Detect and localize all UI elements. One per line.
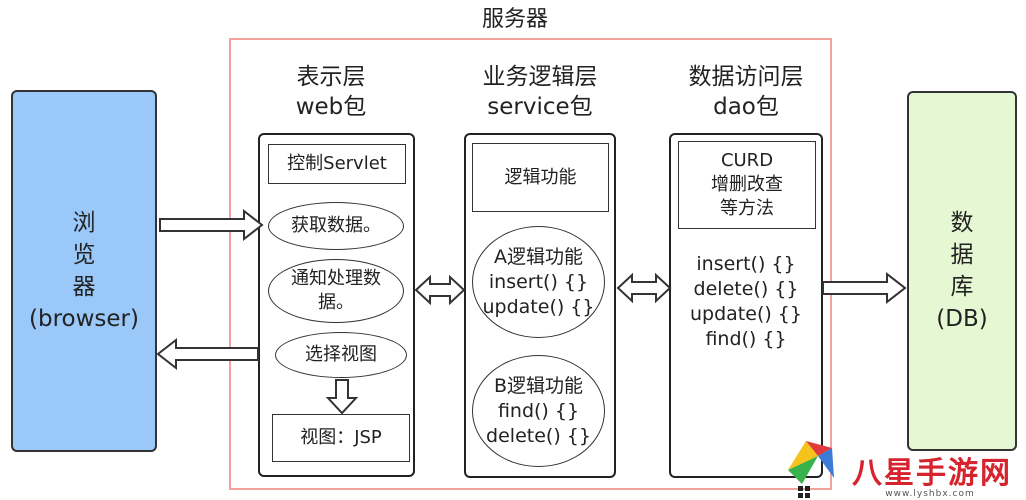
dao-layer-title: 数据访问层 dao包 <box>666 62 826 122</box>
browser-label-line: 览 <box>72 242 96 268</box>
step-label: 获取数据。 <box>291 215 381 236</box>
db-label-line: 库 <box>950 274 974 300</box>
response-arrow <box>156 337 259 371</box>
get-data-step: 获取数据。 <box>268 202 404 250</box>
database-node: 数 据 库 (DB) <box>907 91 1017 451</box>
logic-group-line: find() {} <box>497 399 580 422</box>
watermark-text: 八星手游网 <box>852 456 1012 491</box>
logic-group-line: B逻辑功能 <box>493 374 584 397</box>
service-dao-double-arrow <box>616 272 672 304</box>
controller-servlet-box: 控制Servlet <box>268 144 406 184</box>
service-layer-title-line: 业务逻辑层 <box>482 64 598 90</box>
service-layer-title-line: service包 <box>487 94 593 120</box>
dao-method-list: insert() {} delete() {} update() {} find… <box>676 250 816 354</box>
watermark-logo-icon <box>788 441 834 498</box>
service-layer-title: 业务逻辑层 service包 <box>460 62 620 122</box>
db-label-line: 据 <box>950 242 974 268</box>
curd-header-box: CURD 增删改查 等方法 <box>678 141 816 229</box>
step-label: 据。 <box>318 292 354 313</box>
dao-method: insert() {} <box>696 253 796 275</box>
curd-header-line: 等方法 <box>720 198 774 219</box>
step-label: 通知处理数 <box>291 268 381 289</box>
logic-group-a: A逻辑功能 insert() {} update() {} <box>472 226 605 338</box>
logic-group-b: B逻辑功能 find() {} delete() {} <box>472 355 605 467</box>
logic-group-line: insert() {} <box>488 270 589 293</box>
watermark-url: www.lyshbx.com <box>885 489 975 499</box>
view-down-arrow <box>325 379 359 415</box>
dao-layer-title-line: dao包 <box>713 94 779 120</box>
step-label: 选择视图 <box>305 344 377 365</box>
web-layer-title: 表示层 web包 <box>256 62 406 122</box>
web-service-double-arrow <box>414 274 466 306</box>
select-view-step: 选择视图 <box>275 332 407 378</box>
request-arrow <box>159 208 264 242</box>
server-label: 服务器 <box>481 7 548 32</box>
notify-process-step: 通知处理数 据。 <box>268 259 404 323</box>
browser-label-line: 浏 <box>72 210 96 236</box>
db-label-line: 数 <box>950 210 974 236</box>
web-layer-title-line: web包 <box>295 94 367 120</box>
dao-method: delete() {} <box>693 278 799 300</box>
dao-db-arrow <box>822 271 907 305</box>
browser-node: 浏 览 器 (browser) <box>11 90 157 452</box>
logic-group-line: A逻辑功能 <box>494 245 583 268</box>
logic-group-line: update() {} <box>482 295 595 318</box>
dao-method: find() {} <box>705 328 787 350</box>
server-boundary <box>229 38 832 490</box>
dao-method: update() {} <box>690 303 802 325</box>
logic-function-header: 逻辑功能 <box>472 143 609 212</box>
logic-group-line: delete() {} <box>486 424 591 447</box>
jsp-view-box: 视图：JSP <box>272 414 410 462</box>
dao-layer-title-line: 数据访问层 <box>688 64 804 90</box>
curd-header-line: 增删改查 <box>711 174 783 195</box>
curd-header-line: CURD <box>720 150 774 171</box>
browser-label-line: (browser) <box>29 306 139 332</box>
browser-label-line: 器 <box>72 274 96 300</box>
web-layer-title-line: 表示层 <box>296 64 366 90</box>
db-label-line: (DB) <box>936 306 988 332</box>
